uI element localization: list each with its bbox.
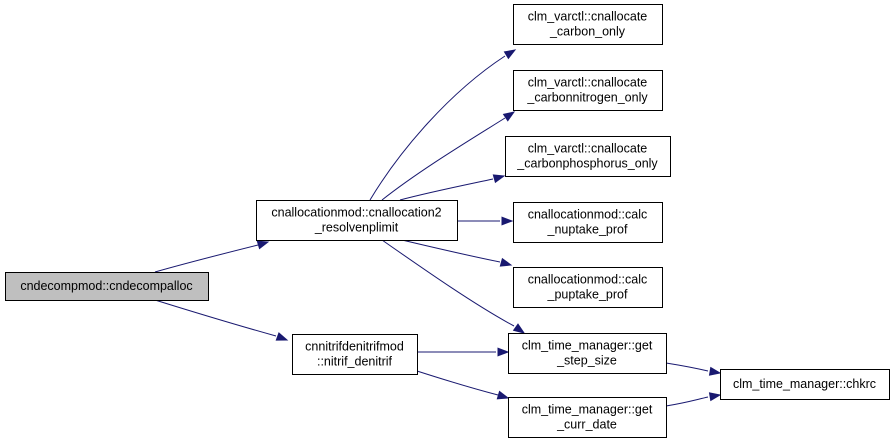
edge-resolve-to-carbonphosphorus bbox=[399, 174, 506, 201]
edge-line bbox=[154, 299, 277, 337]
node-label-line: _resolvenplimit bbox=[314, 221, 399, 235]
node-label-line: cnallocationmod::cnallocation2 bbox=[271, 206, 441, 220]
node-resolve[interactable]: cnallocationmod::cnallocation2_resolvenp… bbox=[256, 200, 458, 241]
node-box[interactable] bbox=[513, 70, 663, 111]
edge-root-to-nitrif bbox=[154, 299, 289, 341]
edge-arrowhead bbox=[708, 392, 722, 402]
node-label-line: _curr_date bbox=[556, 418, 617, 432]
edge-resolve-to-carbon_only bbox=[369, 49, 517, 201]
node-nuptake[interactable]: cnallocationmod::calc_nuptake_prof bbox=[513, 202, 663, 243]
edge-step_size-to-chkrc bbox=[665, 362, 722, 376]
edges-layer bbox=[154, 49, 722, 407]
node-label-line: clm_time_manager::get bbox=[522, 403, 653, 417]
node-box[interactable] bbox=[513, 202, 663, 243]
edge-line bbox=[154, 244, 259, 273]
node-box[interactable] bbox=[292, 334, 418, 375]
edge-arrowhead bbox=[256, 240, 270, 250]
node-box[interactable] bbox=[256, 200, 458, 241]
node-label-line: clm_varctl::cnallocate bbox=[528, 142, 648, 156]
node-box[interactable] bbox=[508, 333, 667, 374]
edge-line bbox=[399, 178, 494, 201]
edge-nitrif-to-curr_date bbox=[416, 370, 510, 400]
node-label-line: _step_size bbox=[556, 354, 617, 368]
node-label-line: _carbonnitrogen_only bbox=[526, 91, 648, 105]
edge-resolve-to-step_size bbox=[381, 239, 526, 334]
edge-line bbox=[416, 370, 499, 396]
node-label-line: clm_time_manager::get bbox=[522, 339, 653, 353]
node-label-line: _carbonphosphorus_only bbox=[516, 157, 658, 171]
node-label-line: _nuptake_prof bbox=[547, 223, 628, 237]
node-label-line: clm_varctl::cnallocate bbox=[528, 76, 648, 90]
node-box[interactable] bbox=[513, 4, 663, 45]
edge-resolve-to-nuptake bbox=[457, 216, 514, 226]
edge-resolve-to-puptake bbox=[401, 239, 513, 267]
edge-arrowhead bbox=[499, 257, 513, 267]
node-carbonnitrogen[interactable]: clm_varctl::cnallocate_carbonnitrogen_on… bbox=[513, 70, 663, 111]
node-carbonphosphorus[interactable]: clm_varctl::cnallocate_carbonphosphorus_… bbox=[505, 136, 671, 177]
node-label-line: cnnitrifdenitrifmod bbox=[305, 340, 404, 354]
node-box[interactable] bbox=[513, 267, 663, 308]
node-root[interactable]: cndecompmod::cndecompalloc bbox=[5, 272, 209, 301]
edge-line bbox=[401, 239, 501, 263]
edge-nitrif-to-step_size bbox=[416, 347, 510, 357]
node-label-line: cnallocationmod::calc bbox=[528, 208, 648, 222]
node-box[interactable] bbox=[505, 136, 671, 177]
node-curr_date[interactable]: clm_time_manager::get_curr_date bbox=[508, 397, 667, 438]
node-box[interactable] bbox=[720, 369, 890, 400]
edge-resolve-to-carbonnitrogen bbox=[381, 111, 516, 201]
node-label-line: clm_varctl::cnallocate bbox=[528, 10, 648, 24]
node-puptake[interactable]: cnallocationmod::calc_puptake_prof bbox=[513, 267, 663, 308]
edge-line bbox=[369, 55, 506, 201]
edge-arrowhead bbox=[512, 323, 526, 334]
node-label-line: clm_time_manager::chkrc bbox=[733, 377, 876, 391]
edge-arrowhead bbox=[492, 174, 506, 184]
edge-arrowhead bbox=[275, 332, 289, 341]
edge-arrowhead bbox=[503, 49, 517, 60]
edge-line bbox=[665, 396, 709, 407]
node-box[interactable] bbox=[508, 397, 667, 438]
edge-arrowhead bbox=[496, 390, 510, 400]
edge-arrowhead bbox=[708, 366, 722, 376]
edge-arrowhead bbox=[497, 347, 510, 357]
edge-line bbox=[381, 239, 515, 327]
node-label-line: ::nitrif_denitrif bbox=[317, 355, 393, 369]
node-label-line: cnallocationmod::calc bbox=[528, 273, 648, 287]
node-nitrif[interactable]: cnnitrifdenitrifmod::nitrif_denitrif bbox=[292, 334, 418, 375]
node-chkrc[interactable]: clm_time_manager::chkrc bbox=[720, 369, 890, 400]
node-step_size[interactable]: clm_time_manager::get_step_size bbox=[508, 333, 667, 374]
node-carbon_only[interactable]: clm_varctl::cnallocate_carbon_only bbox=[513, 4, 663, 45]
nodes-layer: cndecompmod::cndecompalloc cnallocationmo… bbox=[5, 4, 890, 438]
node-label-line: _carbon_only bbox=[549, 25, 626, 39]
edge-arrowhead bbox=[502, 111, 516, 122]
edge-line bbox=[665, 362, 709, 372]
node-label-line: cndecompmod::cndecompalloc bbox=[20, 279, 192, 293]
edge-curr_date-to-chkrc bbox=[665, 392, 722, 407]
edge-arrowhead bbox=[501, 216, 514, 226]
node-label-line: _puptake_prof bbox=[547, 288, 628, 302]
node-box[interactable] bbox=[5, 272, 209, 301]
edge-line bbox=[381, 117, 506, 201]
edge-root-to-resolve bbox=[154, 240, 270, 273]
